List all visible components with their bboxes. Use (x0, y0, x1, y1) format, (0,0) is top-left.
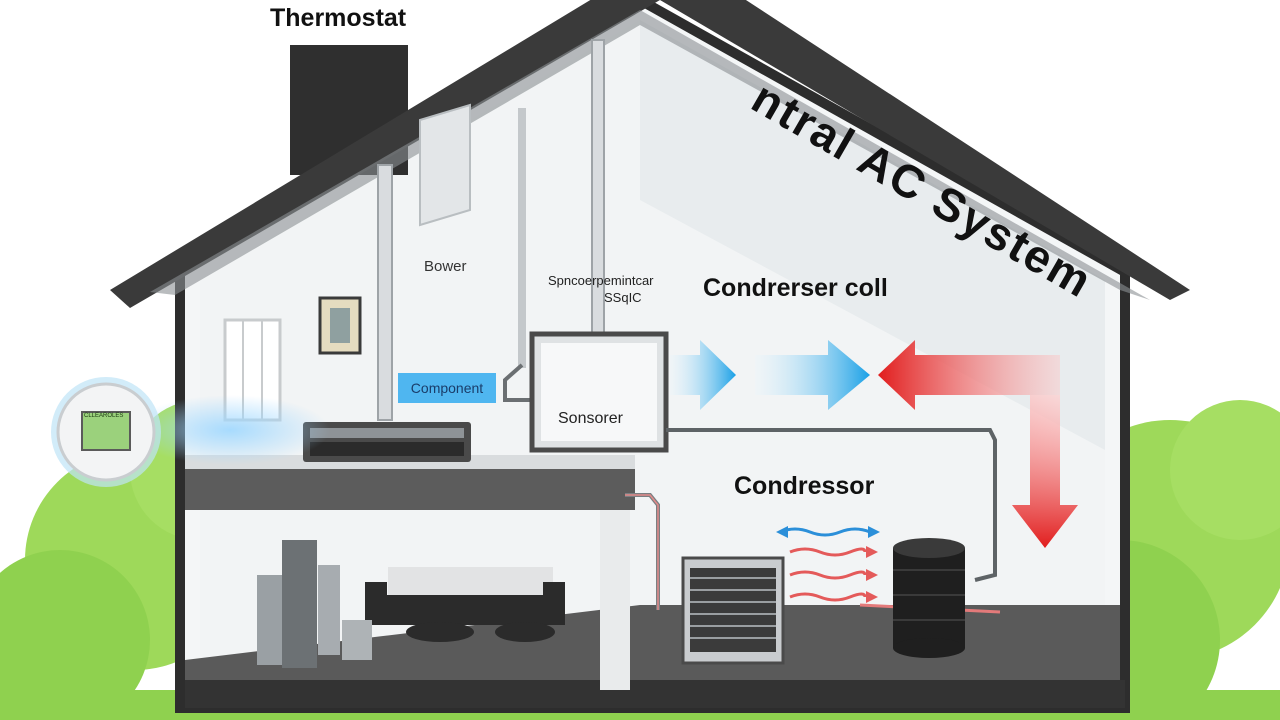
heat-waves (776, 526, 880, 603)
thermostat-device (51, 377, 161, 487)
sensor-box (529, 331, 669, 453)
thermostat-display-text: CLLEAROLES (84, 413, 124, 419)
label-condenser-coil: Condrerser coll (703, 274, 888, 302)
wall-picture (318, 296, 362, 355)
blower-unit (130, 395, 471, 465)
ground-floor (185, 605, 1120, 690)
label-sensor-box: Sonsorer (558, 410, 623, 427)
basement-furniture (257, 540, 565, 668)
label-compressor: Condressor (734, 472, 875, 500)
compressor-tank (893, 538, 965, 658)
cool-air-arrow-1 (670, 340, 736, 410)
ducts (377, 39, 605, 421)
label-component: Component (398, 373, 496, 403)
label-blower: Bower (424, 258, 467, 275)
air-handler (419, 103, 471, 227)
hot-refrigerant-arrow (878, 340, 1078, 548)
condenser-unit (681, 556, 785, 665)
cool-air-arrow-2 (755, 340, 870, 410)
label-sensor-block-1: Spncoerpemintcar (548, 273, 654, 288)
label-thermostat: Thermostat (270, 4, 407, 32)
label-sensor-block-2: SSqIC (604, 290, 642, 305)
roof (110, 0, 1190, 308)
